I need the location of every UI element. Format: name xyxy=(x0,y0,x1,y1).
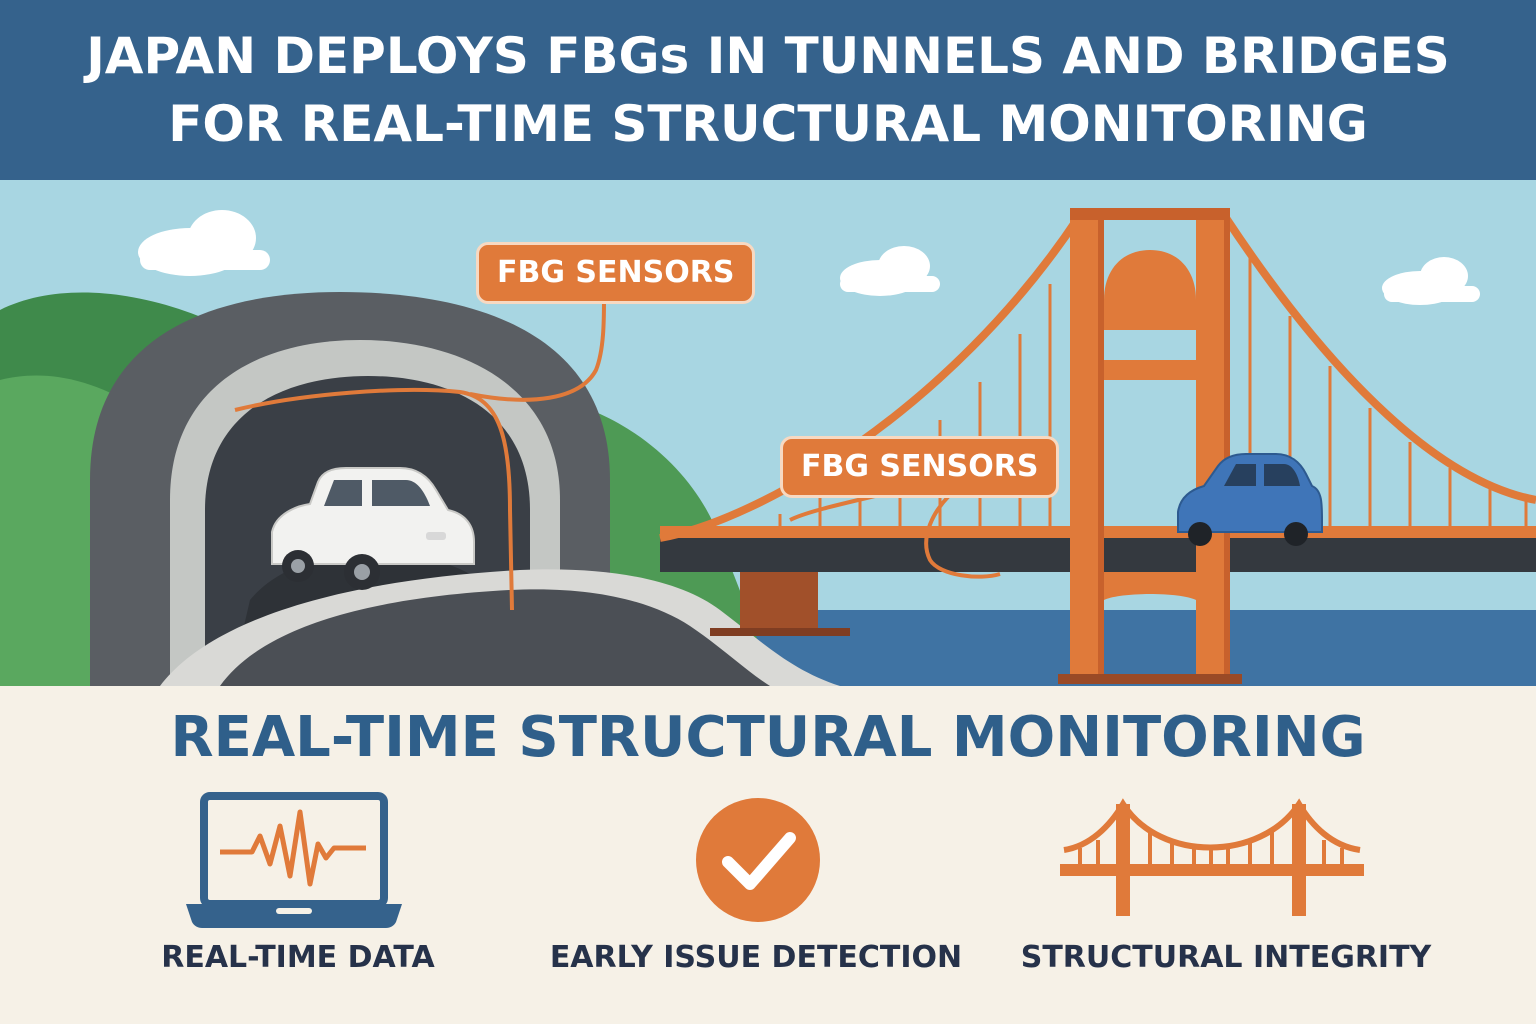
tunnel-sensor-cable xyxy=(234,388,514,611)
water xyxy=(700,610,1536,686)
cloud-icon xyxy=(840,246,940,296)
illustration-scene xyxy=(0,180,1536,686)
bridge-fbg-sensors-callout: FBG SENSORS xyxy=(780,436,1060,498)
bridge-icon xyxy=(1060,798,1364,916)
white-car xyxy=(271,467,475,590)
cloud-icon xyxy=(138,210,270,276)
feature-label-early-issue-detection: EARLY ISSUE DETECTION xyxy=(549,940,963,975)
feature-label-real-time-data: REAL-TIME DATA xyxy=(161,940,435,975)
bridge-main-cable-right xyxy=(1222,215,1536,504)
blue-car xyxy=(1177,453,1323,546)
bridge-suspenders xyxy=(698,256,1528,532)
header-banner xyxy=(0,0,1536,180)
bridge-sensor-cable-lower xyxy=(924,484,1001,579)
checkmark-circle-icon xyxy=(696,798,820,922)
bridge-pier xyxy=(740,572,818,628)
scene-illustration xyxy=(0,180,1536,686)
laptop-waveform-icon xyxy=(186,792,402,928)
tunnel-callout-line xyxy=(469,297,606,402)
cloud-icon xyxy=(1382,257,1480,305)
bridge-pier-base xyxy=(710,628,850,636)
section-title: REAL-TIME STRUCTURAL MONITORING xyxy=(170,705,1366,770)
tunnel-fbg-sensors-callout: FBG SENSORS xyxy=(476,242,756,304)
road xyxy=(220,589,770,686)
title-line-2: FOR REAL-TIME STRUCTURAL MONITORING xyxy=(168,95,1368,153)
page-title: JAPAN DEPLOYS FBGs IN TUNNELS AND BRIDGE… xyxy=(0,22,1536,158)
bridge-tower xyxy=(1058,208,1242,684)
feature-label-structural-integrity: STRUCTURAL INTEGRITY xyxy=(1020,940,1432,975)
title-line-1: JAPAN DEPLOYS FBGs IN TUNNELS AND BRIDGE… xyxy=(86,27,1450,85)
